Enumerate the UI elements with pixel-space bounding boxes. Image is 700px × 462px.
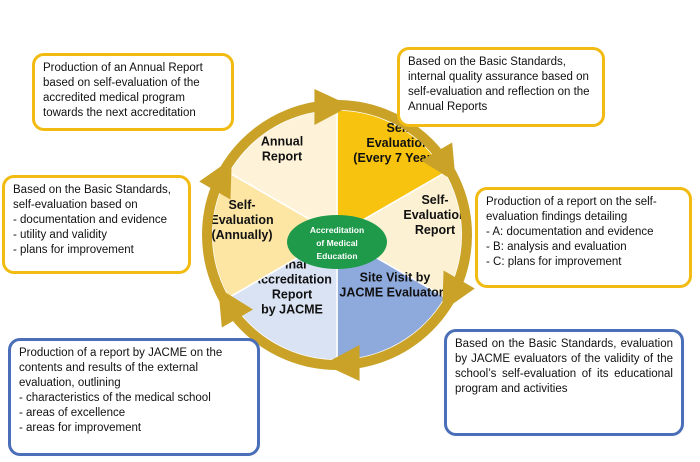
segment-label-final-report: Report	[272, 288, 313, 302]
cycle-arrowhead-icon	[442, 270, 475, 312]
list-item: documentation and evidence	[13, 213, 180, 228]
cycle-arrowhead-icon	[323, 345, 360, 382]
site-visit-box: Based on the Basic Standards, evaluation…	[444, 329, 684, 436]
list-item: utility and validity	[13, 228, 180, 243]
cycle-arrowhead-icon	[199, 158, 232, 200]
list-item: characteristics of the medical school	[19, 391, 249, 406]
center-ellipse	[287, 215, 387, 269]
segment-label-self-evaluation-7-years: Evaluation	[366, 136, 429, 150]
segment-label-self-evaluation-annual: Evaluation	[210, 213, 273, 227]
segment-label-annual-report: Annual	[261, 135, 303, 149]
segment-label-self-evaluation-report: Report	[415, 223, 456, 237]
center-label-line-1: Accreditation	[310, 225, 364, 235]
cycle-arrowhead-icon	[218, 287, 254, 328]
annual-report-box-text: Production of an Annual Report based on …	[43, 62, 203, 119]
self-evaluation-annual-list: documentation and evidence utility and v…	[13, 213, 180, 258]
segment-label-site-visit: Site Visit by	[360, 271, 431, 285]
final-report-list: characteristics of the medical school ar…	[19, 391, 249, 436]
self-evaluation-report-list: A: documentation and evidence B: analysi…	[486, 225, 681, 270]
self-evaluation-report-box: Production of a report on the self-evalu…	[475, 187, 692, 288]
site-visit-box-text: Based on the Basic Standards, evaluation…	[455, 338, 673, 395]
segment-label-self-evaluation-report: Evaluation	[403, 208, 466, 222]
cycle-arrowhead-icon	[314, 88, 351, 125]
segment-label-self-evaluation-annual: Self-	[228, 198, 255, 212]
segment-label-self-evaluation-annual: (Annually)	[211, 228, 272, 242]
self-evaluation-report-intro: Production of a report on the self-evalu…	[486, 196, 657, 223]
list-item: areas for improvement	[19, 421, 249, 436]
center-hub: Accreditation of Medical Education	[287, 215, 387, 269]
cycle-arrowhead-icon	[420, 142, 456, 183]
self-evaluation-annual-intro: Based on the Basic Standards, self-evalu…	[13, 184, 171, 211]
segment-label-final-report: Accreditation	[252, 273, 332, 287]
center-label-line-2: of Medical	[316, 238, 358, 248]
cycle-ring	[199, 88, 475, 382]
final-report-intro: Production of a report by JACME on the c…	[19, 347, 223, 389]
center-label-line-3: Education	[316, 251, 357, 261]
list-item: areas of excellence	[19, 406, 249, 421]
final-report-box: Production of a report by JACME on the c…	[8, 338, 260, 456]
list-item: A: documentation and evidence	[486, 225, 681, 240]
segment-label-final-report: by JACME	[261, 303, 323, 317]
internal-qa-box-text: Based on the Basic Standards, internal q…	[408, 56, 590, 113]
list-item: B: analysis and evaluation	[486, 240, 681, 255]
segment-label-self-evaluation-7-years: (Every 7 Years)	[353, 151, 442, 165]
annual-report-box: Production of an Annual Report based on …	[32, 53, 234, 131]
segment-label-site-visit: JACME Evaluators	[339, 286, 450, 300]
list-item: C: plans for improvement	[486, 255, 681, 270]
self-evaluation-annual-box: Based on the Basic Standards, self-evalu…	[2, 175, 191, 274]
segment-label-annual-report: Report	[262, 150, 303, 164]
segment-label-self-evaluation-report: Self-	[421, 193, 448, 207]
list-item: plans for improvement	[13, 243, 180, 258]
internal-qa-box: Based on the Basic Standards, internal q…	[397, 47, 605, 127]
